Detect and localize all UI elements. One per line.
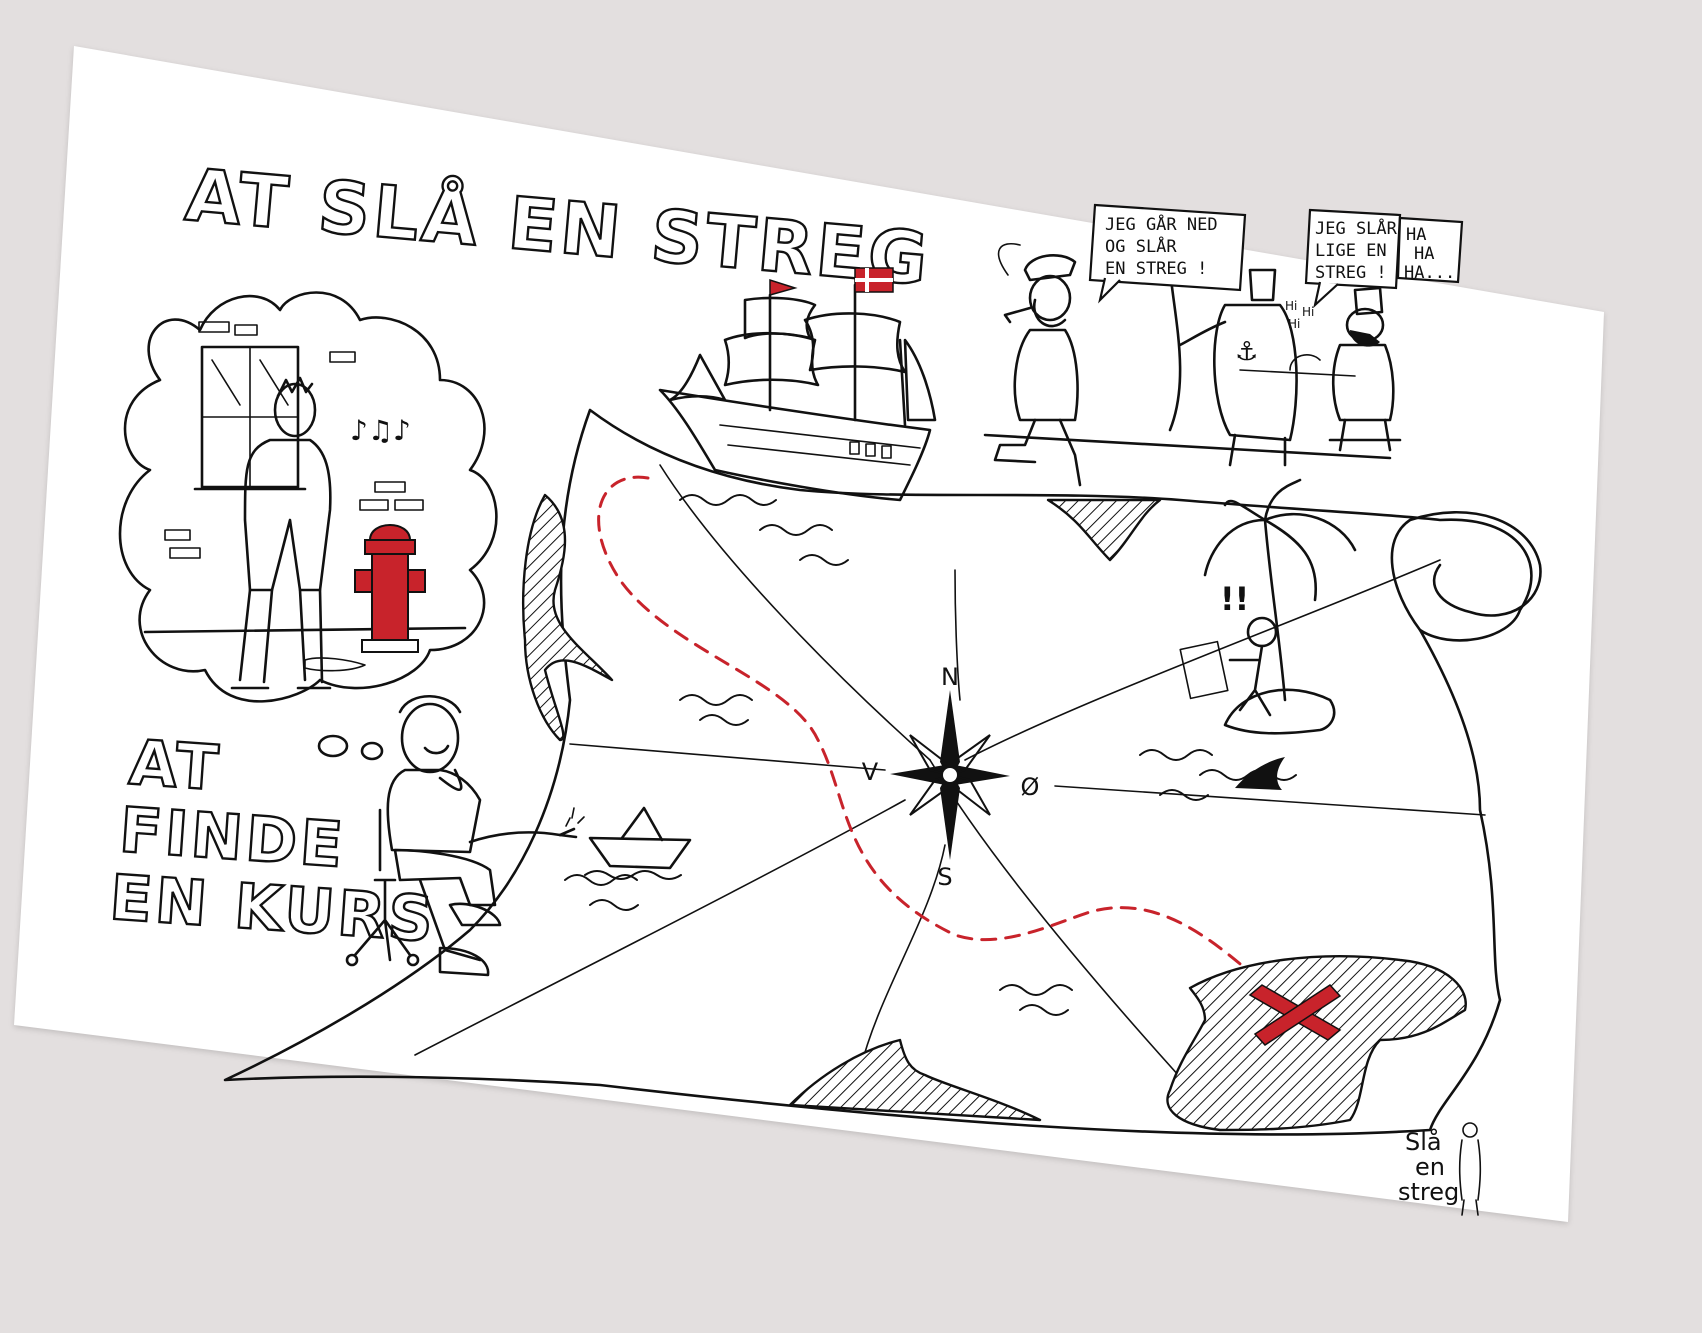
palm-trunk (1263, 518, 1287, 702)
sea-waves (564, 494, 1297, 1016)
captain-line-1: JEG GÅR NED (1105, 213, 1218, 235)
man-from-behind: ♪♫♪ (230, 376, 411, 690)
laugh-line-3: HA... (1404, 263, 1455, 283)
speech-bubble-sailor: JEG SLÅR LIGE EN STREG ! (1304, 208, 1402, 309)
pointing-sparks (565, 807, 585, 827)
signature-line-1: Slå (1405, 1127, 1442, 1156)
fire-hydrant-icon (354, 524, 426, 653)
castaway-exclamation: !! (1220, 580, 1249, 618)
sailor-figure: ⚓ (1168, 268, 1298, 467)
signature-line-3: streg (1398, 1178, 1459, 1206)
land-west (521, 493, 614, 742)
captain-line-3: EN STREG ! (1105, 259, 1207, 279)
anchor-icon: ⚓ (1235, 337, 1258, 367)
thought-dot-small (360, 741, 384, 761)
subtitle-line-2: FINDE (117, 793, 348, 882)
sailor-line-3: STREG ! (1315, 263, 1387, 283)
paper-boat-icon (584, 806, 692, 880)
compass-rose-icon: N S Ø V (862, 663, 1040, 891)
treasure-map: !! N S Ø V (223, 408, 1542, 1136)
window-icon (193, 345, 307, 491)
signature-line-2: en (1415, 1153, 1445, 1181)
puddle (304, 657, 366, 672)
treasure-x-icon (1248, 984, 1342, 1046)
treasure-island (1166, 955, 1467, 1132)
sailor-line-1: JEG SLÅR (1315, 217, 1398, 239)
giggle-1: Hi (1285, 299, 1297, 313)
dock-scene: ⚓ JEG GÅR NED OG SLÅR EN STREG ! Hi Hi H… (983, 203, 1464, 487)
rope (1168, 268, 1182, 432)
shark-fin-icon (1235, 757, 1285, 790)
land-south (788, 1038, 1042, 1122)
compass-east: Ø (1021, 773, 1040, 801)
thought-bubble: ♪♫♪ (118, 291, 498, 761)
subtitle-line-1: AT (127, 726, 223, 805)
thought-dot-large (317, 734, 349, 758)
palm-tree-icon (1203, 478, 1357, 602)
castaway-island: !! (1179, 478, 1357, 735)
laughing-sailor-figure (1328, 286, 1402, 452)
sailor-line-2: LIGE EN (1315, 241, 1387, 261)
giggle-3: Hi (1288, 317, 1300, 331)
ship-icon (658, 267, 937, 502)
seated-man (345, 694, 578, 977)
brick-marks (164, 321, 424, 559)
giggle-2: Hi (1302, 305, 1314, 319)
course-route (597, 475, 1247, 970)
music-notes-icon: ♪♫♪ (350, 414, 411, 447)
giggle-marks: Hi Hi Hi (1285, 299, 1314, 331)
compass-west: V (862, 758, 879, 786)
signature: Slå en streg (1398, 1122, 1482, 1216)
compass-south: S (937, 863, 952, 891)
speech-bubble-captain: JEG GÅR NED OG SLÅR EN STREG ! (1088, 203, 1247, 304)
captain-line-2: OG SLÅR (1105, 235, 1177, 257)
danish-flag-icon (854, 267, 894, 293)
land-north (1046, 498, 1162, 562)
laugh-line-1: HA (1406, 225, 1426, 245)
signature-figure-icon (1458, 1122, 1482, 1216)
compass-north: N (941, 663, 959, 691)
paper-sheet (14, 46, 1604, 1222)
speech-bubble-laugh: HA HA HA... (1396, 216, 1464, 284)
captain-figure (993, 243, 1082, 487)
castaway-paper (1179, 640, 1229, 700)
laugh-line-2: HA (1414, 244, 1434, 264)
